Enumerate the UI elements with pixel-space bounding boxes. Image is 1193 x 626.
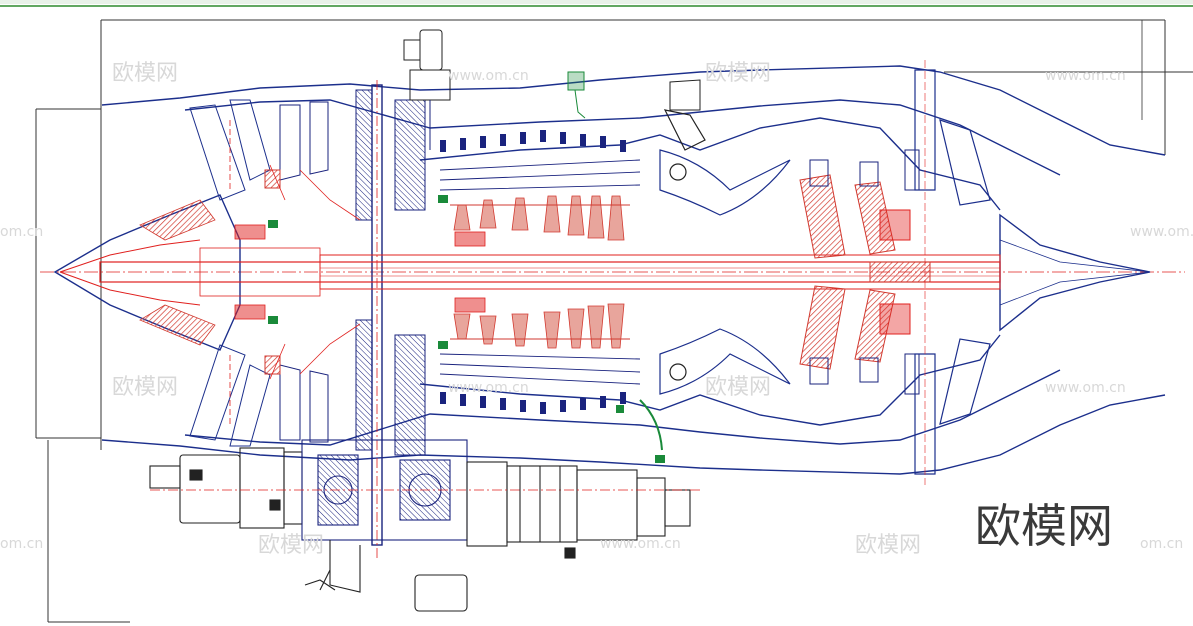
hp-rotor-drum (439, 159, 641, 385)
watermark-url: www.om.cn (1130, 224, 1193, 240)
hp-compressor (453, 195, 625, 349)
green-fittings (268, 195, 665, 463)
watermark-brand-large: 欧模网 (975, 499, 1113, 553)
watermark-url: om.cn (1140, 536, 1183, 552)
watermark-brand: 欧模网 (258, 533, 324, 558)
inlet-spinner (53, 194, 241, 351)
accessory-gearbox (149, 439, 700, 612)
turbine-disks (799, 149, 920, 395)
fan-stage (189, 99, 271, 447)
exhaust-cone (999, 213, 1151, 332)
watermark-url: www.om.cn (448, 380, 529, 396)
engine-casing (101, 65, 1166, 475)
watermark-url: www.om.cn (448, 68, 529, 84)
watermark-url: www.om.cn (600, 536, 681, 552)
combustor (639, 109, 791, 451)
watermark-url: www.om.cn (1045, 380, 1126, 396)
compressor-stator-bolts (440, 130, 626, 414)
watermark-brand: 欧模网 (705, 61, 771, 86)
top-accessory-valve (403, 29, 701, 150)
watermark-brand: 欧模网 (855, 533, 921, 558)
main-shaft (99, 247, 1001, 297)
tower-shaft (355, 80, 426, 560)
watermark-layer: 欧模网 www.om.cn 欧模网 www.om.cn om.cn www.om… (0, 61, 1193, 558)
watermark-url: om.cn (0, 224, 43, 240)
rear-frame (914, 60, 991, 485)
watermark-brand: 欧模网 (112, 61, 178, 86)
lp-compressor (264, 101, 329, 443)
watermark-brand: 欧模网 (705, 375, 771, 400)
watermark-brand: 欧模网 (112, 375, 178, 400)
watermark-url: om.cn (0, 536, 43, 552)
watermark-url: www.om.cn (1045, 68, 1126, 84)
red-accent-lines (234, 164, 486, 380)
